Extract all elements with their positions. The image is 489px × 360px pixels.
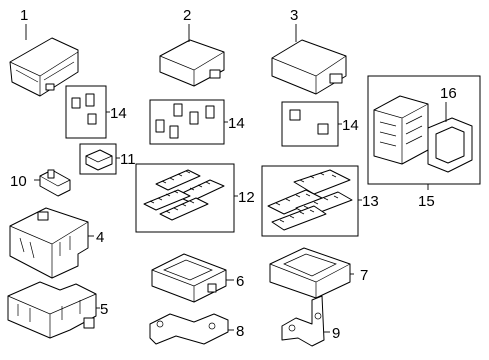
part-11-relay — [85, 149, 113, 171]
callout-4: 4 — [96, 229, 104, 246]
callout-10: 10 — [10, 173, 27, 190]
part-14-relays-middle — [155, 103, 215, 139]
relay-group-box-right — [281, 101, 339, 147]
part-2-cover — [159, 39, 225, 87]
fuse-block-box-12 — [135, 163, 235, 233]
callout-14b: 14 — [228, 115, 245, 132]
callout-16: 16 — [440, 85, 457, 102]
part-5-bracket — [7, 281, 97, 339]
callout-6: 6 — [236, 273, 244, 290]
callout-8: 8 — [236, 323, 244, 340]
callout-14a: 14 — [110, 105, 127, 122]
callout-13: 13 — [362, 193, 379, 210]
part-12-fuse-blocks — [143, 169, 225, 221]
callout-11: 11 — [120, 151, 136, 168]
callout-15: 15 — [418, 193, 435, 210]
part-14-relays-right — [289, 109, 329, 135]
part-1-cover — [9, 37, 79, 97]
callout-5: 5 — [100, 301, 108, 318]
part-9-bracket — [281, 295, 325, 347]
callout-2: 2 — [183, 7, 191, 24]
part-14-relays-left — [71, 93, 97, 125]
part-10-fuse-holder — [39, 169, 71, 197]
part-15-module — [373, 95, 429, 165]
callout-14c: 14 — [342, 117, 359, 134]
callout-9: 9 — [332, 325, 340, 342]
callout-12: 12 — [238, 189, 255, 206]
relay-box-11 — [79, 143, 117, 175]
fuse-block-box-13 — [261, 165, 359, 237]
part-3-cover — [271, 39, 347, 95]
part-7-tray — [269, 247, 351, 299]
part-4-housing — [9, 207, 89, 279]
part-16-bracket — [427, 117, 473, 173]
module-box-15 — [367, 75, 481, 185]
part-6-tray — [151, 253, 227, 303]
part-8-bracket — [149, 313, 229, 345]
callout-3: 3 — [290, 7, 298, 24]
callout-7: 7 — [360, 267, 368, 284]
callout-1: 1 — [20, 7, 28, 24]
part-13-fuse-blocks — [267, 169, 353, 231]
